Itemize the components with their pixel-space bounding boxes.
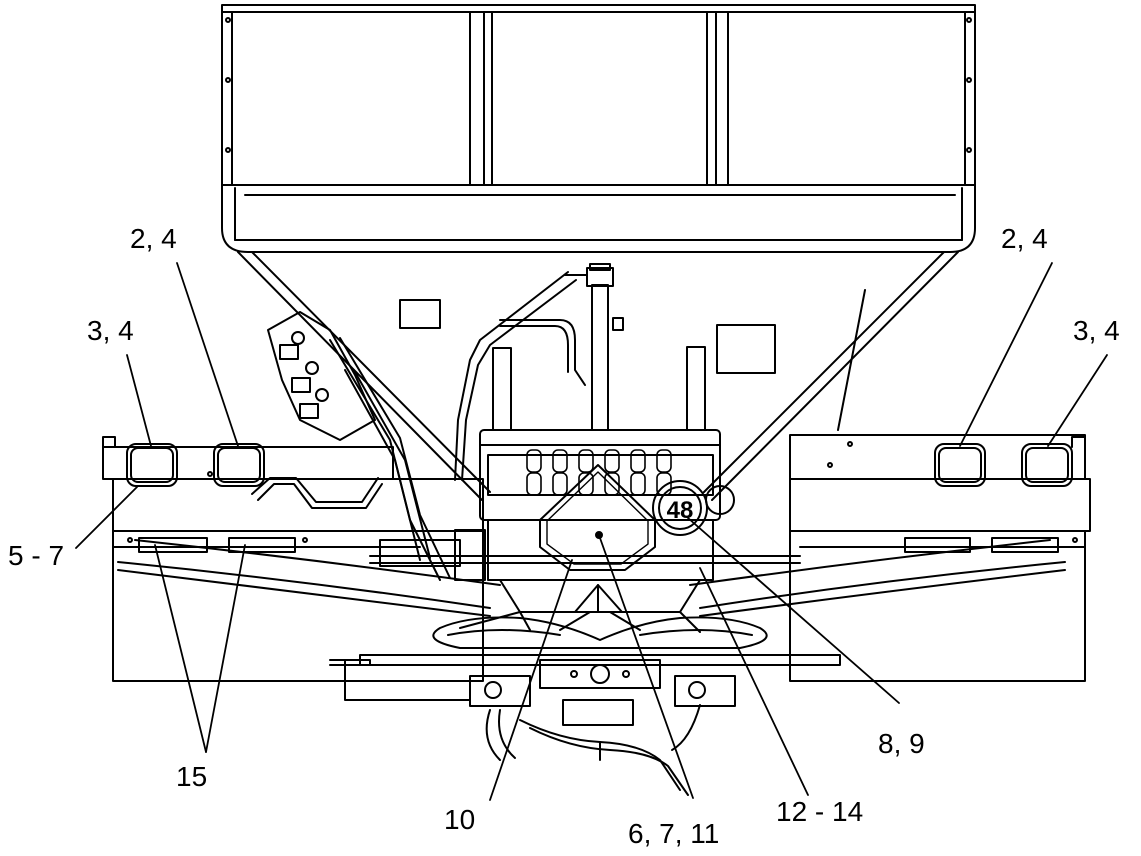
speed-badge-shape — [652, 480, 735, 536]
callout-12-14: 12 - 14 — [776, 796, 864, 827]
callout-3-4-left: 3, 4 — [87, 315, 134, 346]
deflector-bands — [117, 539, 1066, 617]
hopper-top — [221, 4, 976, 186]
warning-triangle — [539, 464, 656, 571]
central-unit — [369, 429, 801, 613]
callout-2-4-right: 2, 4 — [1001, 223, 1048, 254]
callout-2-4-left: 2, 4 — [130, 223, 177, 254]
callout-5-7: 5 - 7 — [8, 540, 65, 571]
callout-3-4-right: 3, 4 — [1073, 315, 1120, 346]
hopper-funnel — [221, 184, 976, 501]
leader-lines — [75, 262, 1108, 801]
callout-6-7-11: 6, 7, 11 — [628, 818, 720, 849]
left-side-panel — [102, 436, 484, 682]
spinner-discs — [329, 611, 841, 701]
speed-badge: 48 — [667, 497, 694, 524]
lower-drive — [469, 659, 736, 796]
callout-15: 15 — [176, 761, 208, 792]
upper-column — [454, 263, 706, 481]
callout-10: 10 — [444, 804, 476, 835]
callout-8-9: 8, 9 — [878, 728, 925, 759]
hydraulic-block — [267, 311, 486, 581]
right-side-panel — [789, 434, 1091, 682]
